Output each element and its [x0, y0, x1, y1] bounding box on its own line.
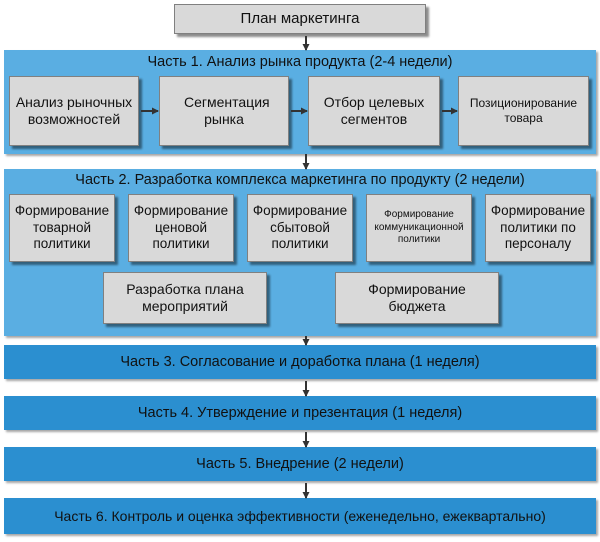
- part1-step-3: Отбор целевых сегментов: [308, 76, 440, 146]
- part4-title: Часть 4. Утверждение и презентация (1 не…: [137, 405, 463, 421]
- part1-step-4: Позиционирование товара: [458, 76, 589, 146]
- part5-band: Часть 5. Внедрение (2 недели): [4, 447, 596, 481]
- part1-step-1: Анализ рыночных возможностей: [9, 76, 139, 146]
- part1-step-2: Сегментация рынка: [159, 76, 289, 146]
- part2-policy-1: Формирование товарной политики: [9, 194, 115, 262]
- part2-policy-5: Формирование политики по персоналу: [485, 194, 591, 262]
- plan-title: План маркетинга: [240, 9, 360, 27]
- part3-band: Часть 3. Согласование и доработка плана …: [4, 345, 596, 379]
- part2-bottom-1: Разработка плана мероприятий: [103, 272, 267, 324]
- part2-policy-2: Формирование ценовой политики: [128, 194, 234, 262]
- part1-title: Часть 1. Анализ рынка продукта (2-4 неде…: [147, 54, 453, 70]
- plan-title-box: План маркетинга: [174, 4, 426, 34]
- part2-title: Часть 2. Разработка комплекса маркетинга…: [75, 172, 525, 188]
- part6-title: Часть 6. Контроль и оценка эффективности…: [54, 508, 546, 524]
- part3-title: Часть 3. Согласование и доработка плана …: [120, 354, 480, 370]
- part2-policy-3: Формирование сбытовой политики: [247, 194, 353, 262]
- part6-band: Часть 6. Контроль и оценка эффективности…: [4, 498, 596, 534]
- part5-title: Часть 5. Внедрение (2 недели): [196, 456, 404, 472]
- part2-bottom-2: Формирование бюджета: [335, 272, 499, 324]
- part2-policy-4: Формирование коммуникационной политики: [366, 194, 472, 262]
- part4-band: Часть 4. Утверждение и презентация (1 не…: [4, 396, 596, 430]
